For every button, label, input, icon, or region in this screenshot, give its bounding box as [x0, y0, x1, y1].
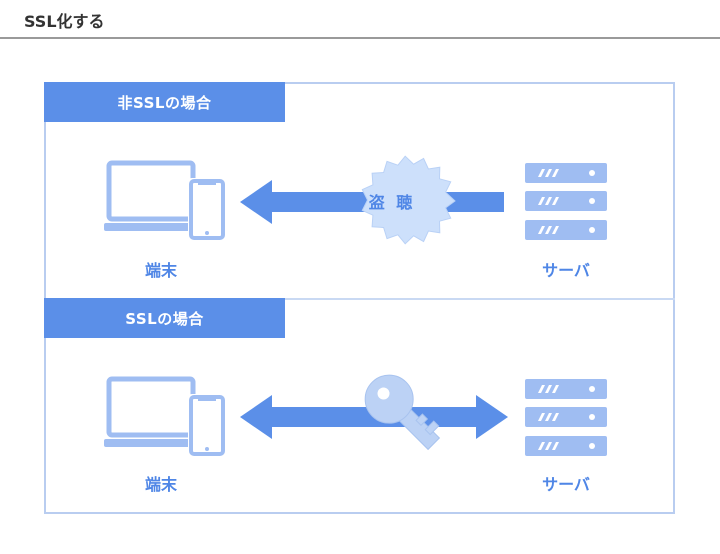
key-icon [364, 374, 441, 451]
terminal-label: 端末 [144, 475, 177, 494]
server-icon [525, 163, 607, 240]
title-divider [0, 37, 720, 39]
burst-icon [361, 155, 456, 245]
smartphone-icon [188, 394, 226, 457]
section-label-ssl: SSLの場合 [44, 298, 285, 338]
laptop-icon [104, 160, 198, 231]
section-divider [44, 298, 675, 300]
section-label-non-ssl: 非SSLの場合 [44, 82, 285, 122]
eavesdrop-label: 盗 聴 [368, 193, 416, 212]
laptop-icon [104, 376, 198, 447]
page-title: SSL化する [24, 12, 105, 31]
server-icon [525, 379, 607, 456]
smartphone-icon [188, 178, 226, 241]
terminal-label: 端末 [144, 261, 177, 280]
server-label: サーバ [542, 475, 590, 494]
server-label: サーバ [542, 261, 590, 280]
